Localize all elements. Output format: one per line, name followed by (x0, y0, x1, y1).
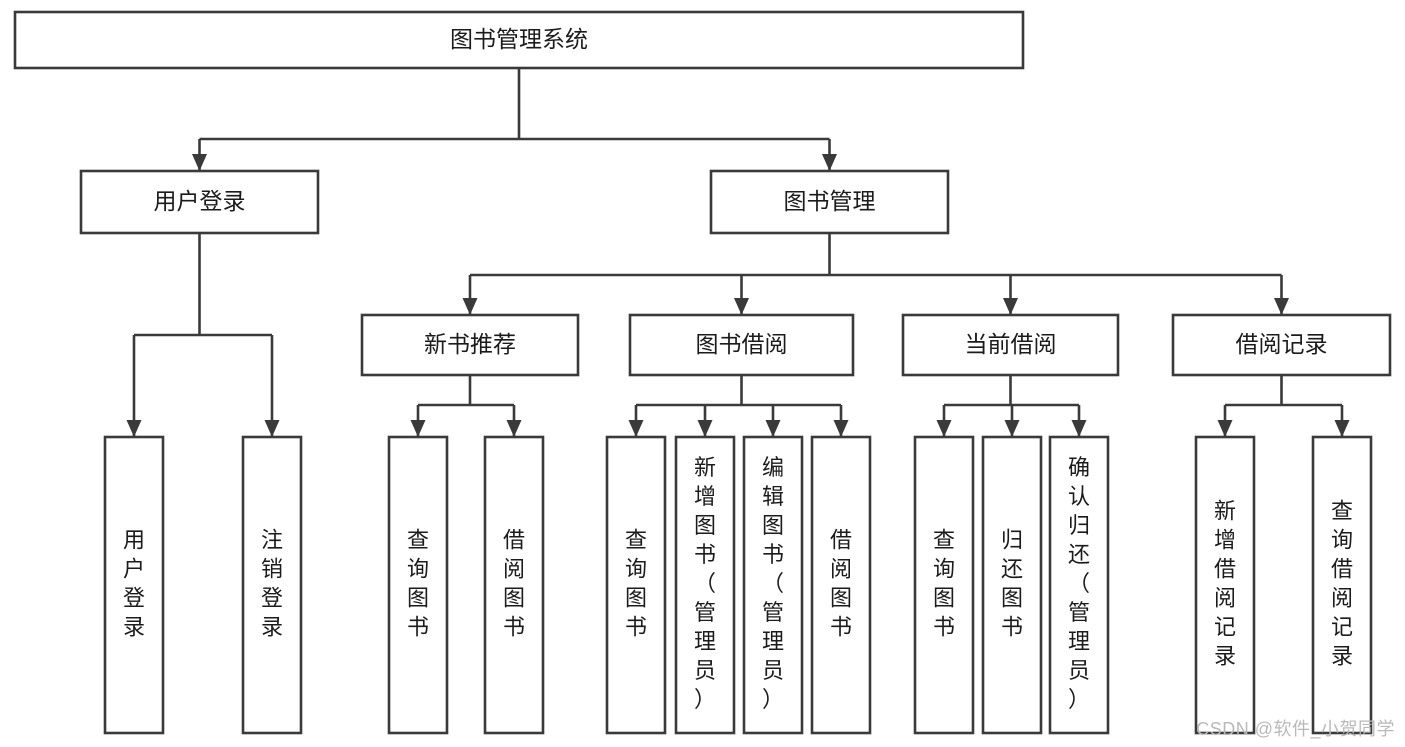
arrow-head-icon (1334, 420, 1350, 437)
node-label: 图书管理系统 (450, 26, 588, 52)
node-查询图书[interactable]: 查询图书 (605, 435, 667, 735)
arrow-head-icon (410, 420, 426, 437)
node-归还图书[interactable]: 归还图书 (981, 435, 1043, 735)
node-用户登录[interactable]: 用户登录 (79, 169, 320, 235)
node-label: 编辑图书（管理员） (762, 455, 784, 712)
node-box (1048, 435, 1110, 735)
node-label: 注销登录 (261, 527, 283, 639)
node-box (13, 10, 1025, 70)
node-查询借阅记录[interactable]: 查询借阅记录 (1311, 435, 1373, 735)
node-借阅图书[interactable]: 借阅图书 (483, 435, 545, 735)
node-box (360, 313, 580, 377)
node-label: 确认归还（管理员） (1068, 455, 1090, 712)
node-label: 借阅记录 (1236, 331, 1328, 357)
node-注销登录[interactable]: 注销登录 (241, 435, 303, 735)
node-box (387, 435, 449, 735)
arrow-head-icon (1274, 298, 1289, 315)
arrow-head-icon (833, 420, 849, 437)
arrow-head-icon (822, 154, 837, 171)
node-编辑图书管理员[interactable]: 编辑图书（管理员） (742, 435, 804, 735)
node-box (605, 435, 667, 735)
node-label: 查询借阅记录 (1331, 498, 1353, 668)
node-label: 图书管理 (784, 188, 876, 214)
node-查询图书[interactable]: 查询图书 (913, 435, 975, 735)
node-box (674, 435, 736, 735)
node-box (1311, 435, 1373, 735)
arrow-head-icon (264, 420, 280, 437)
node-box (79, 169, 320, 235)
arrow-head-icon (1217, 420, 1233, 437)
node-label: 当前借阅 (965, 331, 1057, 357)
node-图书管理[interactable]: 图书管理 (709, 169, 950, 235)
arrow-head-icon (1003, 298, 1018, 315)
node-box (913, 435, 975, 735)
node-label: 归还图书 (1001, 527, 1023, 639)
node-label: 新增图书（管理员） (694, 455, 716, 712)
node-图书管理系统[interactable]: 图书管理系统 (13, 10, 1025, 70)
arrow-head-icon (628, 420, 644, 437)
arrow-head-icon (126, 420, 142, 437)
node-借阅图书[interactable]: 借阅图书 (810, 435, 872, 735)
node-box (628, 313, 855, 377)
node-label: 查询图书 (933, 527, 955, 639)
node-新书推荐[interactable]: 新书推荐 (360, 313, 580, 377)
node-box (241, 435, 303, 735)
node-layer: 图书管理系统用户登录用户登录注销登录图书管理新书推荐查询图书借阅图书图书借阅查询… (13, 10, 1392, 735)
node-label: 用户登录 (123, 527, 145, 639)
arrow-head-icon (462, 298, 478, 315)
arrow-head-icon (697, 420, 713, 437)
arrow-head-icon (1004, 420, 1020, 437)
arrow-head-icon (1071, 420, 1087, 437)
node-新增图书管理员[interactable]: 新增图书（管理员） (674, 435, 736, 735)
node-box (742, 435, 804, 735)
node-box (1194, 435, 1256, 735)
node-label: 查询图书 (625, 527, 647, 639)
node-box (483, 435, 545, 735)
node-box (981, 435, 1043, 735)
node-label: 用户登录 (154, 188, 246, 214)
node-label: 图书借阅 (696, 331, 788, 357)
node-借阅记录[interactable]: 借阅记录 (1171, 313, 1392, 377)
node-label: 借阅图书 (830, 527, 852, 639)
node-box (103, 435, 165, 735)
node-新增借阅记录[interactable]: 新增借阅记录 (1194, 435, 1256, 735)
node-当前借阅[interactable]: 当前借阅 (901, 313, 1120, 377)
arrow-head-icon (192, 154, 207, 171)
node-box (810, 435, 872, 735)
connector-layer (126, 68, 1350, 437)
node-label: 新增借阅记录 (1214, 498, 1236, 668)
arrow-head-icon (734, 298, 749, 315)
arrow-head-icon (936, 420, 952, 437)
node-label: 查询图书 (407, 527, 429, 639)
node-box (709, 169, 950, 235)
arrow-head-icon (506, 420, 522, 437)
node-box (901, 313, 1120, 377)
node-图书借阅[interactable]: 图书借阅 (628, 313, 855, 377)
arrow-head-icon (765, 420, 781, 437)
node-用户登录[interactable]: 用户登录 (103, 435, 165, 735)
node-查询图书[interactable]: 查询图书 (387, 435, 449, 735)
node-label: 新书推荐 (424, 331, 516, 357)
node-box (1171, 313, 1392, 377)
node-确认归还管理员[interactable]: 确认归还（管理员） (1048, 435, 1110, 735)
node-label: 借阅图书 (503, 527, 525, 639)
